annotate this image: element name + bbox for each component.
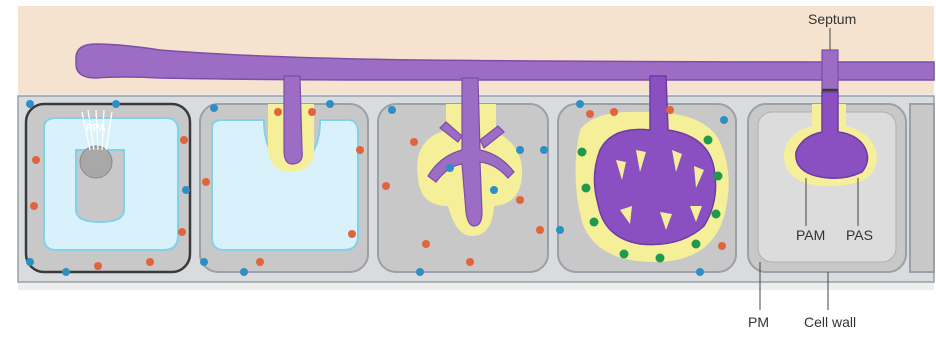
ppa-label: PPA <box>86 123 106 134</box>
septum-label: Septum <box>808 11 856 27</box>
pam-label: PAM <box>796 227 825 243</box>
pm-label: PM <box>748 314 769 330</box>
cell-wall-label: Cell wall <box>804 314 856 330</box>
cell-2-hypha <box>284 76 302 164</box>
septum-hypha <box>822 50 838 92</box>
cell-1-nucleus <box>80 146 112 178</box>
cell-1: PPA <box>26 104 190 272</box>
cell-6-partial <box>910 104 934 272</box>
pas-label: PAS <box>846 227 873 243</box>
